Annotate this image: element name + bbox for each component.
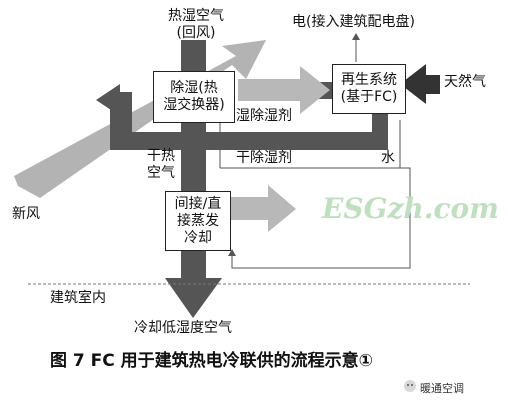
dry-desiccant-label: 干除湿剂 <box>236 150 292 166</box>
dry-hot-air-label: 干热 空气 <box>147 148 175 181</box>
fresh-air-label: 新风 <box>12 206 40 222</box>
wet-air-arrow <box>238 66 330 114</box>
natural-gas-arrow <box>400 64 440 104</box>
natural-gas-label: 天然气 <box>444 74 486 90</box>
wechat-icon <box>404 380 416 392</box>
electricity-label: 电(接入建筑配电盘) <box>292 14 415 30</box>
indoor-label: 建筑室内 <box>50 290 106 306</box>
cooling-box: 间接/直 接蒸发 冷却 <box>165 191 231 251</box>
watermark: ESGzh.com <box>322 192 499 225</box>
main-air-column <box>165 40 222 318</box>
regen-system-label: 再生系统 (基于FC) <box>340 72 398 105</box>
output-air-label: 冷却低湿度空气 <box>134 320 232 336</box>
dehumidifier-box: 除湿(热 湿交换器) <box>153 71 235 123</box>
cooling-label: 间接/直 接蒸发 冷却 <box>174 195 222 246</box>
top-air-label: 热湿空气 (回风) <box>168 8 224 41</box>
regen-system-box: 再生系统 (基于FC) <box>332 64 406 114</box>
brand-name: 暖通空调 <box>420 382 464 395</box>
recirculation-arrowhead <box>96 84 120 116</box>
figure-caption: 图 7 FC 用于建筑热电冷联供的流程示意① <box>50 351 374 371</box>
cooling-out-arrow <box>230 185 296 232</box>
water-line <box>231 120 411 269</box>
water-label: 水 <box>381 150 395 166</box>
dehumidifier-label: 除湿(热 湿交换器) <box>163 80 225 113</box>
wet-desiccant-label: 湿除湿剂 <box>236 108 292 124</box>
